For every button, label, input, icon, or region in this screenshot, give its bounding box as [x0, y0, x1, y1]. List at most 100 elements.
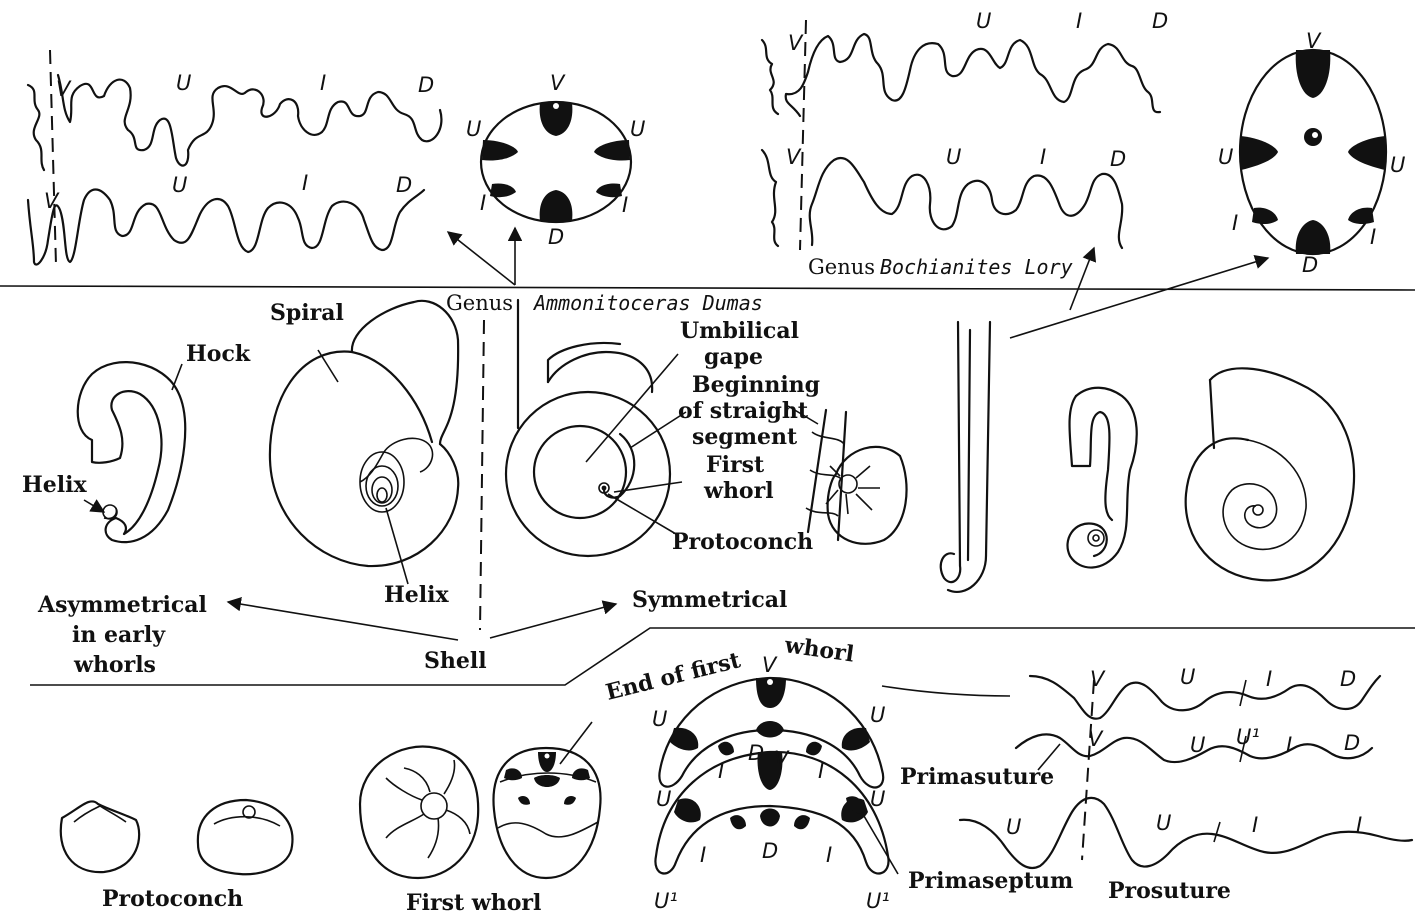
first-whorl-mid-label-line-1: First — [706, 452, 765, 478]
primasuture-label: Primasuture — [900, 764, 1054, 790]
bochianites-cross-section — [1240, 50, 1386, 254]
spiral-label: Spiral — [270, 300, 344, 326]
letter-d: D — [1302, 253, 1318, 277]
ammonitoceras-cross-section — [481, 102, 631, 222]
protoconch-bottom-label: Protoconch — [102, 886, 243, 912]
letter-i: I — [302, 171, 308, 195]
suture-line-letters: V U I D V U U¹ I D U U I I — [1006, 665, 1362, 839]
hock-pointer — [172, 364, 182, 390]
bochianites-genus-word: Genus — [808, 255, 875, 279]
first-whorl-front-view — [493, 748, 600, 878]
bochianites-genus-name: Bochianites Lory — [880, 255, 1073, 279]
beginning-straight-label-line-1: Beginning — [692, 372, 820, 398]
letter-i: I — [1232, 211, 1238, 235]
bochianites-suture-lower — [762, 150, 1122, 248]
letter-u: U — [630, 117, 645, 141]
letter-v: V — [1306, 29, 1322, 53]
helix-bottom-label: Helix — [384, 582, 449, 608]
helix-left-pointer — [84, 500, 104, 512]
beginning-straight-label-line-3: segment — [692, 424, 798, 450]
letter-u: U — [172, 173, 187, 197]
arrow-to-ammonitoceras-suture — [448, 232, 515, 285]
arrow-to-symmetrical — [490, 604, 616, 638]
primasuture-line-upper — [1030, 676, 1380, 719]
first-whorl-bottom-label: First whorl — [406, 890, 541, 915]
letter-i: I — [1040, 145, 1046, 169]
protoconch-mid-label: Protoconch — [672, 529, 813, 555]
letter-v: V — [56, 77, 72, 101]
letter-d: D — [396, 173, 412, 197]
letter-i: I — [1266, 667, 1272, 691]
asymmetrical-label-line-2: in early — [72, 622, 166, 648]
letter-v: V — [786, 145, 802, 169]
letter-u: U — [1006, 815, 1021, 839]
umbilical-gape-label-line-2: gape — [704, 344, 763, 370]
letter-u: U — [1156, 811, 1171, 835]
letter-i: I — [718, 759, 724, 783]
septum-connector — [882, 686, 1010, 696]
letter-d: D — [748, 741, 764, 765]
bochianites-hook-shell — [1067, 388, 1136, 568]
asymmetrical-label-line-3: whorls — [73, 652, 156, 678]
letter-u1: U¹ — [866, 889, 890, 913]
ammonitoceras-suture-upper — [28, 75, 441, 170]
letter-d: D — [548, 225, 564, 249]
protoconch-front-view — [198, 800, 293, 874]
letter-d: D — [418, 73, 434, 97]
letter-u: U — [466, 117, 481, 141]
suture-tick-3 — [1214, 822, 1220, 842]
end-of-first-whorl-label-line-2: whorl — [782, 632, 855, 668]
letter-v: V — [1088, 727, 1104, 751]
letter-u: U — [1390, 153, 1405, 177]
shell-type-separator-dash — [480, 320, 484, 630]
letter-u: U — [176, 71, 191, 95]
letter-i: I — [480, 191, 486, 215]
letter-v: V — [788, 31, 804, 55]
bochianites-suture-upper — [762, 34, 1160, 116]
ammonitoceras-genus-word: Genus — [446, 291, 513, 315]
first-whorl-side-view — [360, 747, 478, 878]
letter-u: U — [976, 9, 991, 33]
beginning-straight-label-line-2: of straight — [678, 398, 809, 424]
letter-u: U — [656, 787, 671, 811]
bochianites-suture-letters: V U I D V U I D — [786, 9, 1168, 171]
letter-i: I — [1370, 225, 1376, 249]
letter-u: U — [870, 787, 885, 811]
letter-d: D — [1344, 731, 1360, 755]
letter-i: I — [320, 71, 326, 95]
letter-i: I — [1076, 9, 1082, 33]
helix-left-label: Helix — [22, 472, 87, 498]
straight-segment-detail — [806, 410, 907, 544]
letter-u: U — [1190, 733, 1205, 757]
helix-bottom-pointer — [386, 508, 408, 584]
letter-i: I — [1356, 813, 1362, 837]
letter-i: I — [700, 843, 706, 867]
spiral-shell — [270, 301, 458, 566]
letter-i: I — [1286, 733, 1292, 757]
first-whorl-mid-label-line-2: whorl — [703, 478, 774, 504]
letter-u: U — [870, 703, 885, 727]
ammonitoceras-suture-lower — [28, 190, 424, 265]
prosuture-line — [960, 798, 1412, 868]
bochianites-straight-shell — [941, 322, 990, 592]
hock-shell — [78, 362, 185, 542]
letter-u: U — [1218, 145, 1233, 169]
letter-u1: U¹ — [1236, 725, 1260, 749]
top-divider-line — [0, 286, 1415, 290]
letter-v: V — [762, 653, 778, 677]
letter-u: U — [652, 707, 667, 731]
letter-u: U — [946, 145, 961, 169]
ammonitoceras-genus-name: Ammonitoceras Dumas — [532, 291, 763, 315]
prosuture-label: Prosuture — [1108, 878, 1231, 904]
protoconch-side-view — [61, 801, 139, 872]
letter-v: V — [1090, 667, 1106, 691]
end-of-first-whorl-label-line-1: End of first — [603, 647, 744, 706]
letter-v: V — [550, 71, 566, 95]
letter-u: U — [1180, 665, 1195, 689]
letter-v: V — [774, 747, 790, 771]
letter-i: I — [818, 759, 824, 783]
umbilical-gape-label-line-1: Umbilical — [680, 318, 799, 344]
arrow-to-bochianites-suture — [1070, 248, 1094, 310]
bochianites-coiled-shell — [1186, 368, 1354, 580]
